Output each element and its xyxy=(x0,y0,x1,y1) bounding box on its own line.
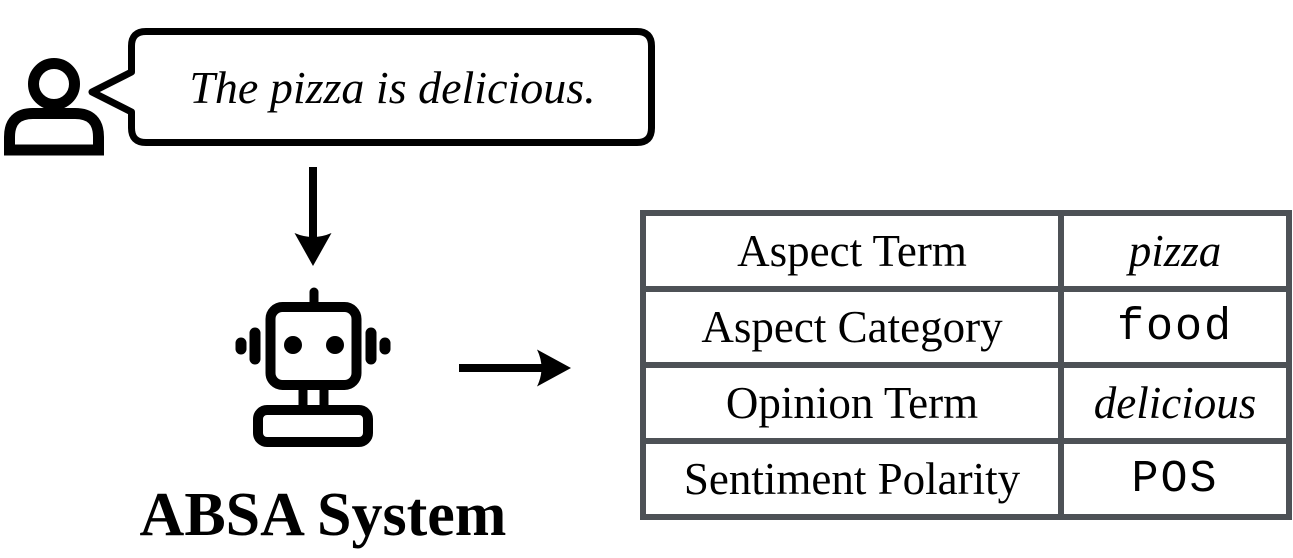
row-value: POS xyxy=(1058,438,1292,520)
row-label: Aspect Category xyxy=(640,286,1064,368)
row-value: food xyxy=(1058,286,1292,368)
output-table: Aspect Term pizza Aspect Category food O… xyxy=(640,210,1292,520)
arrow-down-icon xyxy=(294,167,332,266)
robot-head xyxy=(265,302,362,390)
table-row-sentiment-polarity: Sentiment Polarity POS xyxy=(640,438,1292,520)
row-value: pizza xyxy=(1058,210,1292,292)
table-row-aspect-term: Aspect Term pizza xyxy=(640,210,1292,292)
row-value: delicious xyxy=(1058,362,1292,444)
robot-icon xyxy=(235,287,391,447)
person-head xyxy=(28,58,80,110)
table-row-aspect-category: Aspect Category food xyxy=(640,286,1292,368)
absa-system-label: ABSA System xyxy=(139,481,507,549)
robot-eye-right xyxy=(326,336,344,354)
person-icon xyxy=(4,58,104,156)
row-label: Aspect Term xyxy=(640,210,1064,292)
speech-bubble xyxy=(88,28,655,146)
arrow-right-icon xyxy=(459,349,571,387)
row-label: Opinion Term xyxy=(640,362,1064,444)
robot-base xyxy=(253,405,373,447)
robot-eye-left xyxy=(284,336,302,354)
table-row-opinion-term: Opinion Term delicious xyxy=(640,362,1292,444)
row-label: Sentiment Polarity xyxy=(640,438,1064,520)
person-shoulders xyxy=(4,108,104,156)
speech-bubble-text: The pizza is delicious. xyxy=(189,61,596,113)
